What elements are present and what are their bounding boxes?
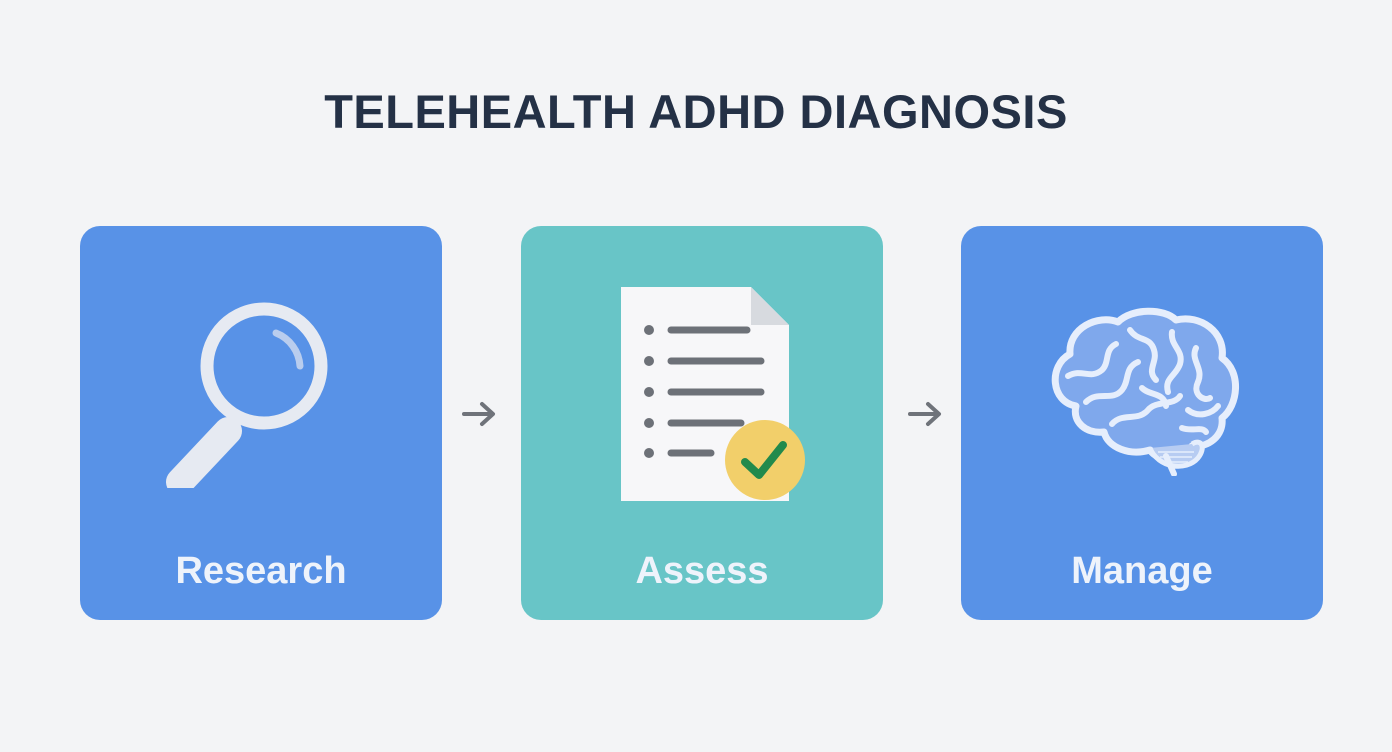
step-label: Manage — [1071, 550, 1213, 592]
checklist-document-icon — [621, 287, 805, 501]
step-label: Research — [175, 550, 347, 592]
arrow-right-icon — [908, 402, 941, 426]
step-card-research: Research — [80, 226, 442, 620]
step-card-manage: Manage — [961, 226, 1323, 620]
arrow-right-icon — [462, 402, 495, 426]
magnifying-glass-icon — [166, 302, 328, 488]
brain-icon — [1051, 307, 1239, 476]
step-label: Assess — [635, 550, 769, 592]
page-title: TELEHEALTH ADHD DIAGNOSIS — [324, 85, 1068, 138]
step-card-assess: Assess — [521, 226, 883, 620]
